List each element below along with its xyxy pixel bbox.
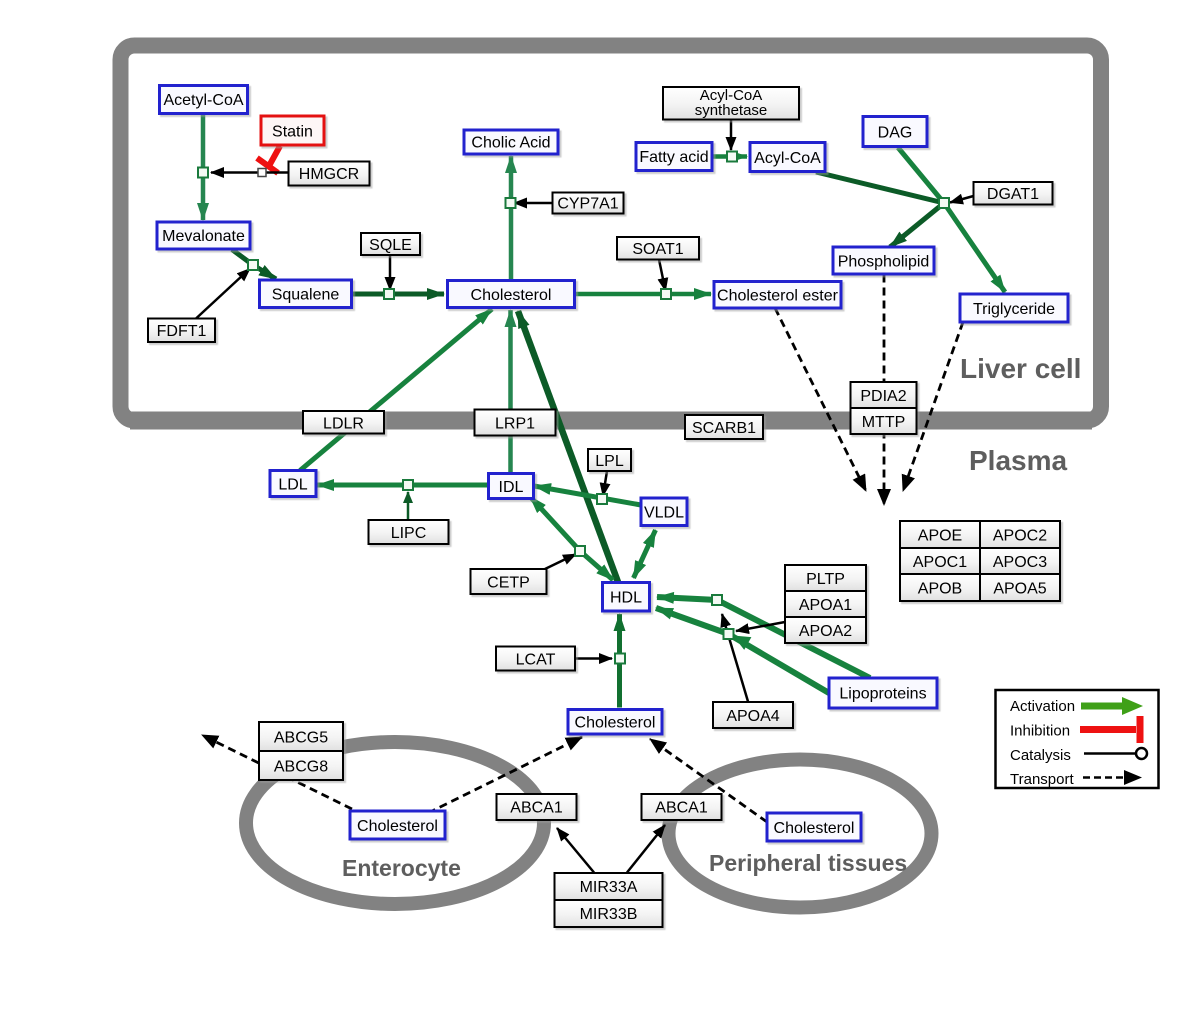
svg-text:APOA1: APOA1: [799, 597, 852, 614]
svg-text:Activation: Activation: [1010, 698, 1075, 715]
svg-text:APOC2: APOC2: [993, 528, 1047, 545]
svg-text:Transport: Transport: [1010, 771, 1074, 788]
svg-text:MIR33B: MIR33B: [580, 906, 638, 923]
svg-text:APOA4: APOA4: [726, 708, 779, 725]
svg-text:Inhibition: Inhibition: [1010, 723, 1070, 740]
svg-text:Cholesterol: Cholesterol: [575, 715, 656, 732]
svg-text:Cholic Acid: Cholic Acid: [471, 135, 550, 152]
svg-text:Enterocyte: Enterocyte: [342, 855, 461, 881]
svg-text:CYP7A1: CYP7A1: [557, 196, 618, 213]
svg-text:Liver cell: Liver cell: [960, 353, 1081, 384]
svg-text:Cholesterol ester: Cholesterol ester: [717, 288, 839, 305]
svg-text:LCAT: LCAT: [516, 652, 556, 669]
svg-text:Peripheral tissues: Peripheral tissues: [709, 850, 907, 876]
svg-text:VLDL: VLDL: [644, 505, 684, 522]
svg-text:Cholesterol: Cholesterol: [357, 818, 438, 835]
svg-text:Mevalonate: Mevalonate: [162, 228, 245, 245]
svg-text:Acetyl-CoA: Acetyl-CoA: [163, 92, 243, 109]
svg-text:PLTP: PLTP: [806, 571, 845, 588]
svg-text:Fatty acid: Fatty acid: [639, 149, 708, 166]
svg-text:PDIA2: PDIA2: [860, 388, 906, 405]
svg-text:HMGCR: HMGCR: [299, 166, 359, 183]
svg-text:Lipoproteins: Lipoproteins: [839, 686, 926, 703]
svg-text:ABCG5: ABCG5: [274, 730, 328, 747]
svg-text:Cholesterol: Cholesterol: [471, 287, 552, 304]
svg-text:ABCA1: ABCA1: [510, 800, 563, 817]
svg-text:SQLE: SQLE: [369, 237, 412, 254]
svg-text:Catalysis: Catalysis: [1010, 747, 1071, 764]
svg-text:Cholesterol: Cholesterol: [774, 820, 855, 837]
svg-text:APOC3: APOC3: [993, 554, 1047, 571]
svg-text:Squalene: Squalene: [272, 287, 340, 304]
svg-text:Phospholipid: Phospholipid: [838, 254, 930, 271]
svg-text:APOE: APOE: [918, 528, 962, 545]
svg-text:APOC1: APOC1: [913, 554, 967, 571]
svg-text:Acyl-CoA: Acyl-CoA: [700, 87, 763, 104]
svg-text:MTTP: MTTP: [862, 414, 906, 431]
svg-text:IDL: IDL: [499, 479, 524, 496]
svg-text:synthetase: synthetase: [695, 102, 768, 119]
svg-text:FDFT1: FDFT1: [157, 323, 207, 340]
svg-text:LIPC: LIPC: [391, 525, 427, 542]
svg-text:LDLR: LDLR: [323, 416, 364, 433]
svg-text:APOA5: APOA5: [993, 581, 1046, 598]
svg-text:Triglyceride: Triglyceride: [973, 301, 1055, 318]
svg-text:SOAT1: SOAT1: [632, 241, 683, 258]
svg-text:ABCA1: ABCA1: [655, 800, 708, 817]
svg-text:SCARB1: SCARB1: [692, 420, 756, 437]
svg-text:ABCG8: ABCG8: [274, 759, 328, 776]
svg-text:DGAT1: DGAT1: [987, 186, 1039, 203]
svg-text:APOA2: APOA2: [799, 623, 852, 640]
svg-text:Acyl-CoA: Acyl-CoA: [754, 150, 821, 167]
svg-text:Statin: Statin: [272, 124, 313, 141]
svg-text:APOB: APOB: [918, 581, 962, 598]
svg-text:DAG: DAG: [878, 125, 913, 142]
svg-text:LDL: LDL: [278, 477, 307, 494]
svg-text:LPL: LPL: [595, 453, 624, 470]
svg-text:MIR33A: MIR33A: [580, 879, 638, 896]
svg-text:HDL: HDL: [610, 590, 642, 607]
svg-text:Plasma: Plasma: [969, 445, 1067, 476]
svg-text:CETP: CETP: [487, 575, 530, 592]
svg-text:LRP1: LRP1: [495, 416, 535, 433]
